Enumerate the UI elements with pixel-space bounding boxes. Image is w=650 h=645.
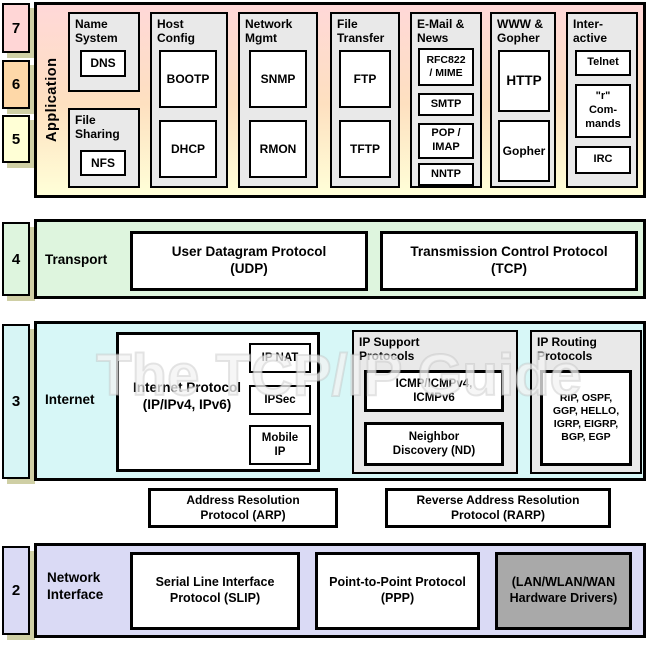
network-mgmt-group: Network Mgmt SNMP RMON [238,12,318,188]
file-transfer-title: File Transfer [337,17,385,46]
nntp-box: NNTP [418,163,474,186]
email-news-title: E-Mail & News [417,17,465,46]
name-system-group: Name System DNS [68,12,140,92]
name-system-title: Name System [75,17,118,46]
hardware-drivers-box: (LAN/WLAN/WAN Hardware Drivers) [495,552,632,630]
arp-box: Address Resolution Protocol (ARP) [148,488,338,528]
ftp-box: FTP [339,50,391,108]
file-sharing-group: File Sharing NFS [68,108,140,188]
smtp-box: SMTP [418,93,474,116]
rfc822-mime-box: RFC822 / MIME [418,48,474,86]
ppp-box: Point-to-Point Protocol (PPP) [315,552,480,630]
internet-layer: Internet Internet Protocol (IP/IPv4, IPv… [34,321,646,481]
http-box: HTTP [498,50,550,112]
layer-4-badge: 4 [2,222,30,296]
host-config-title: Host Config [157,17,195,46]
telnet-box: Telnet [575,50,631,76]
dhcp-box: DHCP [159,120,217,178]
application-layer-label: Application [44,57,60,143]
file-transfer-group: File Transfer FTP TFTP [330,12,400,188]
interactive-title: Inter- active [573,17,608,46]
rmon-box: RMON [249,120,307,178]
ip-nat-box: IP NAT [249,343,311,373]
routing-protocols-box: RIP, OSPF, GGP, HELLO, IGRP, EIGRP, BGP,… [540,370,632,466]
rarp-box: Reverse Address Resolution Protocol (RAR… [385,488,611,528]
transport-layer: Transport User Datagram Protocol (UDP) T… [34,219,646,299]
mobile-ip-box: Mobile IP [249,425,311,465]
pop-imap-box: POP / IMAP [418,123,474,159]
layer-7-badge: 7 [2,3,30,53]
network-mgmt-title: Network Mgmt [245,17,293,46]
udp-box: User Datagram Protocol (UDP) [130,231,368,291]
email-news-group: E-Mail & News RFC822 / MIME SMTP POP / I… [410,12,482,188]
tcp-box: Transmission Control Protocol (TCP) [380,231,638,291]
ipsec-box: IPSec [249,385,311,415]
transport-layer-label: Transport [45,252,108,267]
ip-support-group: IP Support Protocols ICMP/ICMPv4, ICMPv6… [352,330,518,474]
www-gopher-title: WWW & Gopher [497,17,543,46]
ip-label: Internet Protocol (IP/IPv4, IPv6) [132,380,241,412]
ip-routing-group: IP Routing Protocols RIP, OSPF, GGP, HEL… [530,330,642,474]
layer-6-badge: 6 [2,60,30,109]
layer-5-badge: 5 [2,115,30,163]
icmp-box: ICMP/ICMPv4, ICMPv6 [364,370,504,412]
network-interface-layer: Network Interface Serial Line Interface … [34,543,646,638]
network-interface-layer-label: Network Interface [47,570,104,602]
irc-box: IRC [575,146,631,174]
snmp-box: SNMP [249,50,307,108]
file-sharing-title: File Sharing [75,113,120,142]
ip-box: Internet Protocol (IP/IPv4, IPv6) IP NAT… [116,332,320,472]
neighbor-discovery-box: Neighbor Discovery (ND) [364,422,504,466]
interactive-group: Inter- active Telnet "r" Com- mands IRC [566,12,638,188]
dns-box: DNS [80,50,126,77]
bootp-box: BOOTP [159,50,217,108]
nfs-box: NFS [80,150,126,176]
layer-3-badge: 3 [2,324,30,479]
r-commands-box: "r" Com- mands [575,84,631,138]
www-gopher-group: WWW & Gopher HTTP Gopher [490,12,556,188]
ip-routing-title: IP Routing Protocols [537,335,597,364]
slip-box: Serial Line Interface Protocol (SLIP) [130,552,300,630]
gopher-box: Gopher [498,120,550,182]
application-layer: Application Name System DNS File Sharing… [34,2,646,198]
tftp-box: TFTP [339,120,391,178]
internet-layer-label: Internet [45,392,95,407]
ip-support-title: IP Support Protocols [359,335,420,364]
layer-2-badge: 2 [2,546,30,635]
host-config-group: Host Config BOOTP DHCP [150,12,228,188]
